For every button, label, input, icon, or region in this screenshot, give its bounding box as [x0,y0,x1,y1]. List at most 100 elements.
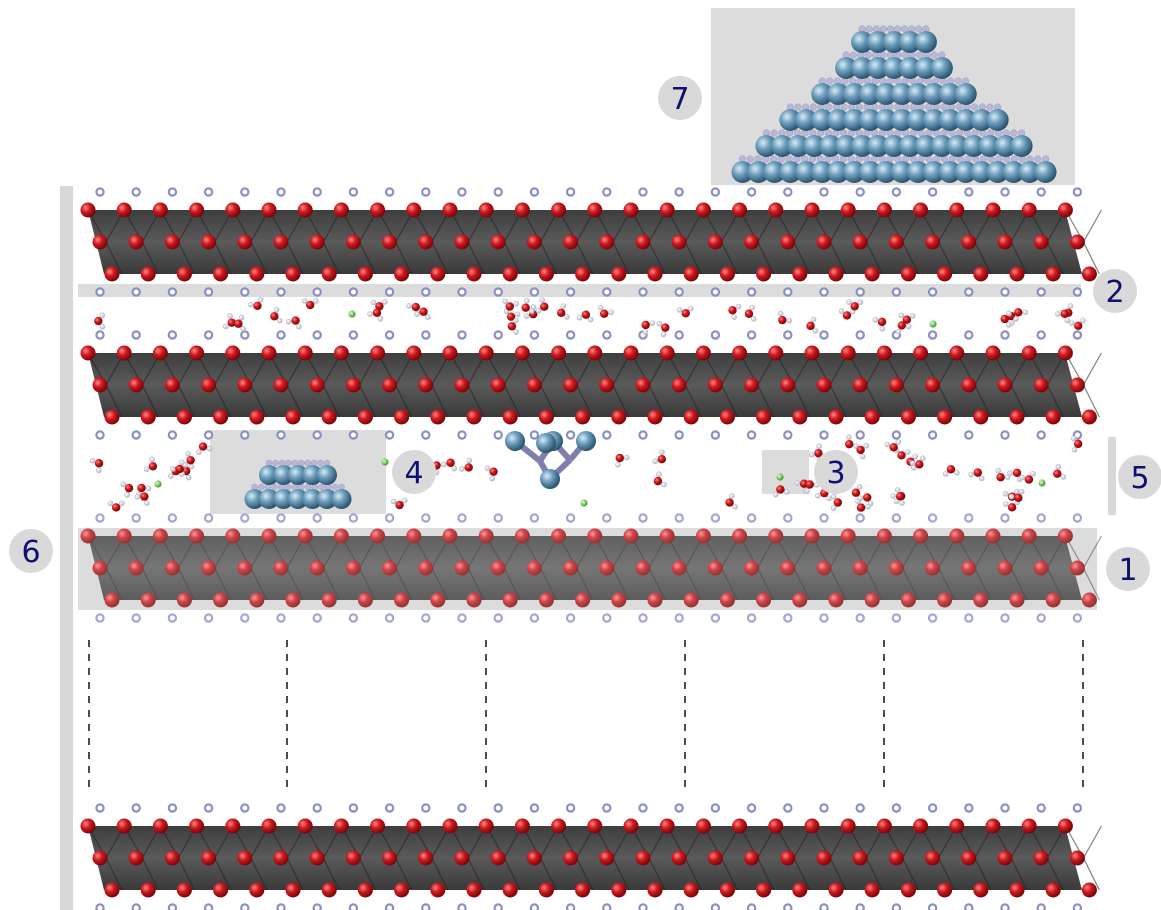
nitrogen-atom [95,287,105,297]
oxygen-atom [707,850,723,866]
water-oxygen-atom [657,455,667,464]
nitrogen-atom [493,430,503,440]
nitrogen-atom [674,187,684,197]
oxygen-atom [1057,345,1073,361]
metal-atom [1010,135,1033,157]
water-molecule [502,298,520,311]
bond [1010,857,1028,891]
oxygen-atom [321,409,337,425]
hydrogen-atom [676,307,683,313]
hydrogen-atom [1013,316,1019,322]
oxygen-atom [623,202,639,218]
nitrogen-atom [384,613,395,623]
bond [250,241,268,275]
water-molecule [597,304,614,318]
oxygen-atom [273,850,289,866]
label-2: 2 [1093,269,1137,313]
label-5: 5 [1118,455,1161,499]
metal-atom [898,31,921,53]
water-oxygen-atom [411,302,421,312]
oxygen-atom [321,266,337,282]
hydrogen-atom [513,329,519,335]
nitrogen-atom [916,51,924,59]
hydrogen-atom [1003,501,1009,507]
nitrogen-atom [348,513,359,523]
hydrogen-atom [1014,488,1020,495]
nitrogen-atom [964,613,974,623]
nitrogen-atom [312,187,322,197]
hydrogen-atom [894,487,901,493]
nitrogen-atom [131,803,141,813]
oxygen-atom [695,528,711,544]
metal-atom [259,489,279,509]
oxide-layers [80,187,1102,910]
oxygen-atom [478,345,494,361]
water-oxygen-atom [915,460,924,469]
chloride-ion [348,310,356,318]
metal-atom [938,161,961,183]
oxygen-atom [454,377,470,393]
water-oxygen-atom [521,303,530,312]
nitrogen-atom [964,903,974,910]
bond [467,857,485,891]
hydrogen-atom [513,300,520,307]
nitrogen-atom [457,430,467,440]
nitrogen-atom [529,187,540,197]
nitrogen-atom [203,803,214,813]
water-molecule [89,457,104,474]
hydrogen-atom [124,492,130,498]
oxygen-atom [623,528,639,544]
oxygen-atom [985,818,1001,834]
bond [250,384,268,418]
oxygen-atom [985,528,1001,544]
nitrogen-atom [95,187,105,197]
oxygen-atom [225,818,241,834]
nitrogen-atom [331,483,339,491]
bond [431,857,449,891]
nitrogen-atom [746,187,757,197]
oxygen-atom [1057,818,1073,834]
label-6-text: 6 [21,535,40,570]
oxygen-atom [949,818,965,834]
nitrogen-atom [348,430,359,440]
oxygen-atom [321,592,337,608]
nitrogen-atom [384,287,395,297]
oxygen-atom [611,266,627,282]
oxygen-atom [502,592,518,608]
oxygen-atom [345,850,361,866]
oxygen-atom [913,345,929,361]
oxygen-atom [876,345,892,361]
oxygen-atom [804,818,820,834]
water-molecule [1055,309,1071,324]
nitrogen-atom [276,613,286,623]
oxygen-atom [719,592,735,608]
water-oxygen-atom [833,498,843,507]
water-molecule [270,306,283,324]
nitrogen-atom [638,287,648,297]
oxygen-atom [949,202,965,218]
oxygen-atom [804,202,820,218]
bond [322,857,340,891]
nitrogen-atom [384,903,395,910]
bond [576,567,594,601]
hydrogen-atom [143,466,150,473]
oxygen-atom [1009,592,1025,608]
oxygen-atom [719,266,735,282]
oxygen-atom [309,850,325,866]
water-molecule [484,465,498,482]
oxygen-atom [237,560,253,576]
hydrogen-atom [846,299,852,305]
hydrogen-atom [390,498,397,505]
chloride-ion [929,320,937,328]
oxygen-atom [237,234,253,250]
oxygen-atom [732,528,748,544]
hydrogen-atom [750,316,757,322]
nitrogen-atom [1036,187,1046,197]
oxygen-atom [816,560,832,576]
oxygen-atom [780,850,796,866]
oxygen-atom [382,850,398,866]
oxygen-atom [551,528,567,544]
hydrogen-atom [732,503,738,510]
water-molecule [653,471,667,488]
hydrogen-atom [1018,488,1025,495]
